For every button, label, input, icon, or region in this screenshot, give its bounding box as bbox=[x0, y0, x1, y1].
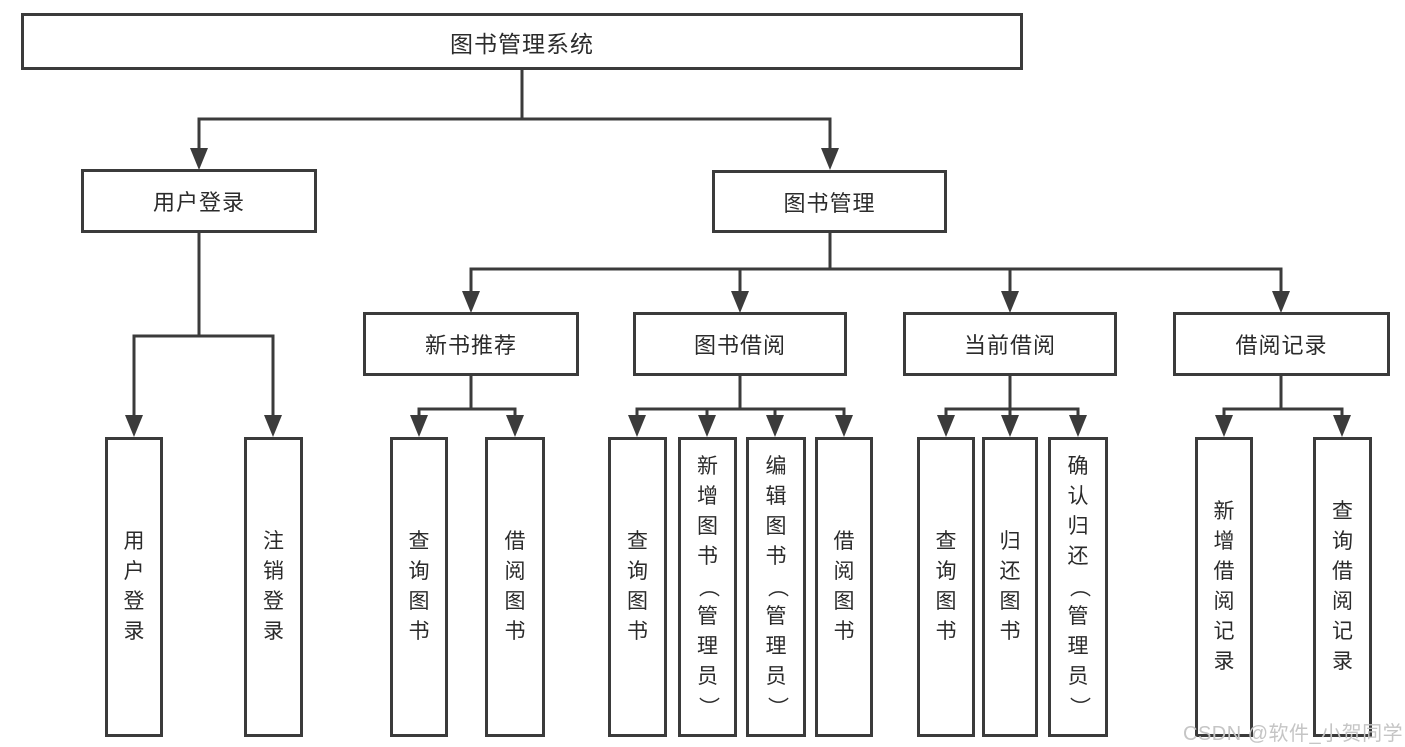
connector-management-to-level3 bbox=[469, 233, 1283, 295]
connector-arrow bbox=[125, 415, 143, 437]
leaf-records-add-record-label: 新增借阅记录 bbox=[1213, 500, 1235, 673]
node-book-management: 图书管理 bbox=[712, 170, 947, 233]
leaf-logout-label: 注销登录 bbox=[263, 530, 284, 643]
connector-arrow bbox=[410, 415, 428, 437]
leaf-recommend-borrow-books-label: 借阅图书 bbox=[504, 530, 526, 643]
node-user-login-label: 用户登录 bbox=[152, 190, 245, 215]
node-current-borrow-label: 当前借阅 bbox=[963, 333, 1056, 358]
connector-login-to-leaves bbox=[132, 233, 275, 420]
leaf-borrow-edit-books-admin: 编辑图书（管理员） bbox=[746, 437, 806, 737]
connector-arrow bbox=[821, 148, 839, 170]
leaf-borrow-edit-books-admin-label: 编辑图书（管理员） bbox=[765, 455, 788, 718]
leaf-user-login-label: 用户登录 bbox=[123, 530, 145, 643]
connector-arrow bbox=[462, 291, 480, 313]
connector-arrow bbox=[766, 415, 784, 437]
connector-arrow bbox=[1001, 415, 1019, 437]
connector-arrow bbox=[264, 415, 282, 437]
node-borrow-records: 借阅记录 bbox=[1173, 312, 1390, 376]
arrowheads bbox=[125, 148, 1351, 437]
node-root-label: 图书管理系统 bbox=[450, 30, 594, 57]
leaf-borrow-add-books-admin-label: 新增图书（管理员） bbox=[696, 455, 720, 718]
connector-arrow bbox=[506, 415, 524, 437]
connector-arrow bbox=[698, 415, 716, 437]
leaf-current-confirm-return-admin: 确认归还（管理员） bbox=[1048, 437, 1108, 737]
watermark: CSDN @软件_小贺同学 bbox=[1183, 723, 1404, 745]
leaf-borrow-borrow-books: 借阅图书 bbox=[815, 437, 873, 737]
connector-records-to-leaves bbox=[1222, 374, 1344, 420]
leaf-current-confirm-return-admin-label: 确认归还（管理员） bbox=[1067, 455, 1090, 718]
node-current-borrow: 当前借阅 bbox=[903, 312, 1117, 376]
leaf-records-query-record-label: 查询借阅记录 bbox=[1332, 500, 1353, 673]
connector-recommend-to-leaves bbox=[417, 376, 517, 420]
connector-arrow bbox=[628, 415, 646, 437]
leaf-logout: 注销登录 bbox=[244, 437, 303, 737]
connector-arrow bbox=[1069, 415, 1087, 437]
connector-root-to-level2 bbox=[197, 70, 832, 152]
node-user-login: 用户登录 bbox=[81, 169, 317, 233]
node-root: 图书管理系统 bbox=[21, 13, 1023, 70]
leaf-current-return-books: 归还图书 bbox=[982, 437, 1038, 737]
connector-arrow bbox=[190, 148, 208, 170]
leaf-recommend-query-books-label: 查询图书 bbox=[408, 530, 430, 643]
leaf-recommend-query-books: 查询图书 bbox=[390, 437, 448, 737]
connector-borrow-to-leaves bbox=[635, 376, 846, 420]
leaf-recommend-borrow-books: 借阅图书 bbox=[485, 437, 545, 737]
node-book-borrow: 图书借阅 bbox=[633, 312, 847, 376]
connector-arrow bbox=[835, 415, 853, 437]
leaf-borrow-query-books-label: 查询图书 bbox=[627, 530, 648, 643]
node-borrow-records-label: 借阅记录 bbox=[1235, 333, 1328, 358]
leaf-borrow-add-books-admin: 新增图书（管理员） bbox=[678, 437, 737, 737]
node-new-book-recommend: 新书推荐 bbox=[363, 312, 579, 376]
node-book-borrow-label: 图书借阅 bbox=[693, 333, 786, 358]
leaf-current-query-books: 查询图书 bbox=[917, 437, 975, 737]
node-book-management-label: 图书管理 bbox=[783, 190, 876, 216]
leaf-user-login: 用户登录 bbox=[105, 437, 163, 737]
connector-arrow bbox=[731, 291, 749, 313]
leaf-records-add-record: 新增借阅记录 bbox=[1195, 437, 1253, 737]
leaf-records-query-record: 查询借阅记录 bbox=[1313, 437, 1372, 737]
connector-arrow bbox=[1333, 415, 1351, 437]
connector-arrow bbox=[1001, 291, 1019, 313]
connector-arrow bbox=[1272, 291, 1290, 313]
connector-arrow bbox=[1215, 415, 1233, 437]
node-new-book-recommend-label: 新书推荐 bbox=[424, 333, 517, 358]
leaf-current-return-books-label: 归还图书 bbox=[999, 530, 1021, 643]
connector-arrow bbox=[937, 415, 955, 437]
leaf-borrow-borrow-books-label: 借阅图书 bbox=[833, 530, 855, 643]
leaf-borrow-query-books: 查询图书 bbox=[608, 437, 667, 737]
leaf-current-query-books-label: 查询图书 bbox=[935, 530, 957, 643]
connector-current-to-leaves bbox=[944, 376, 1080, 420]
